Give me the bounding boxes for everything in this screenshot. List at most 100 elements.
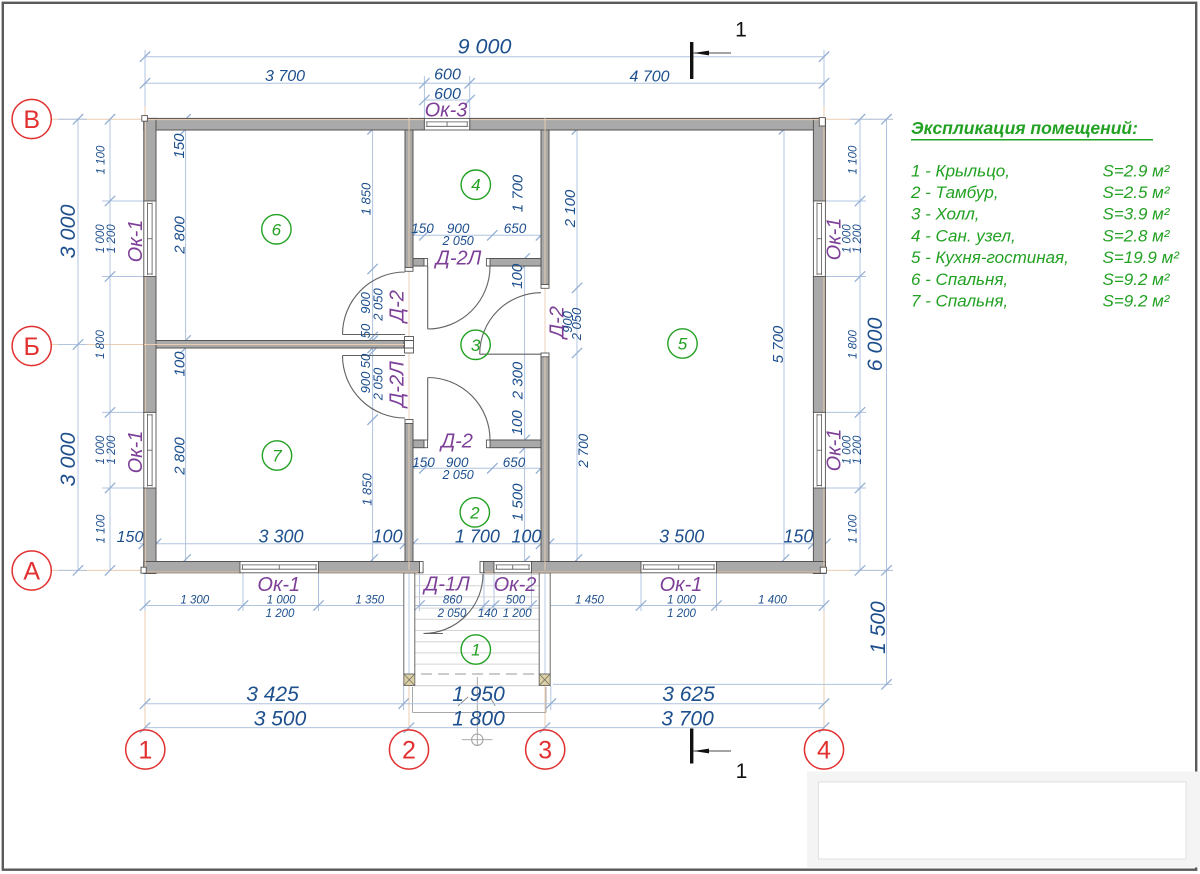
svg-text:900: 900 [358, 371, 373, 393]
svg-text:2 800: 2 800 [171, 216, 188, 255]
svg-text:1 500: 1 500 [867, 601, 890, 654]
svg-text:3 - Холл,: 3 - Холл, [911, 205, 980, 224]
svg-text:860: 860 [443, 595, 463, 607]
svg-text:150: 150 [171, 133, 188, 159]
svg-text:1 200: 1 200 [503, 608, 532, 620]
svg-text:3: 3 [471, 336, 481, 355]
svg-text:100: 100 [372, 527, 402, 547]
svg-text:2 050: 2 050 [371, 367, 386, 401]
svg-text:2 050: 2 050 [437, 608, 467, 620]
svg-text:150: 150 [411, 221, 434, 236]
svg-text:1 100: 1 100 [848, 145, 860, 174]
svg-text:3 625: 3 625 [662, 683, 715, 706]
svg-text:7: 7 [272, 446, 282, 465]
svg-text:150: 150 [783, 527, 813, 547]
svg-text:1 200: 1 200 [852, 224, 864, 253]
svg-text:Ок-1: Ок-1 [660, 574, 703, 596]
svg-text:1 200: 1 200 [852, 435, 864, 464]
svg-text:S=2.5 м²: S=2.5 м² [1103, 183, 1171, 202]
svg-text:600: 600 [434, 86, 461, 103]
svg-text:1 000: 1 000 [667, 595, 696, 607]
svg-text:50: 50 [358, 323, 373, 338]
svg-text:1: 1 [735, 19, 747, 42]
svg-text:6 - Спальня,: 6 - Спальня, [911, 270, 1008, 289]
svg-text:150: 150 [412, 455, 435, 470]
svg-text:1 000: 1 000 [842, 224, 854, 253]
svg-text:100: 100 [171, 351, 188, 377]
svg-text:1 100: 1 100 [848, 514, 860, 543]
svg-text:1 100: 1 100 [96, 145, 108, 174]
svg-text:650: 650 [503, 455, 526, 470]
svg-text:S=9.2 м²: S=9.2 м² [1103, 270, 1171, 289]
svg-text:7 - Спальня,: 7 - Спальня, [911, 291, 1008, 310]
svg-text:3 425: 3 425 [246, 683, 299, 706]
svg-text:1 800: 1 800 [848, 330, 860, 359]
svg-text:2 050: 2 050 [441, 468, 473, 482]
svg-text:3 700: 3 700 [661, 708, 714, 731]
svg-text:3 500: 3 500 [659, 527, 704, 547]
svg-text:1 800: 1 800 [452, 708, 505, 731]
svg-text:Д-1Л: Д-1Л [422, 574, 470, 596]
svg-text:1 000: 1 000 [267, 595, 296, 607]
svg-text:150: 150 [117, 529, 144, 546]
svg-text:2 300: 2 300 [509, 361, 526, 400]
svg-text:100: 100 [511, 527, 541, 547]
svg-text:2: 2 [402, 736, 416, 764]
svg-text:S=9.2 м²: S=9.2 м² [1103, 291, 1171, 310]
svg-text:5 700: 5 700 [770, 325, 787, 363]
svg-text:S=2.8 м²: S=2.8 м² [1103, 226, 1171, 245]
svg-text:S=2.9 м²: S=2.9 м² [1103, 161, 1171, 180]
svg-text:1 850: 1 850 [359, 182, 374, 215]
svg-text:100: 100 [509, 263, 526, 289]
svg-text:А: А [23, 557, 40, 585]
svg-text:1: 1 [736, 760, 748, 783]
svg-text:1 000: 1 000 [842, 435, 854, 464]
svg-text:1 100: 1 100 [96, 514, 108, 543]
svg-text:3: 3 [538, 736, 552, 764]
svg-text:6: 6 [272, 220, 282, 239]
svg-text:Ок-2: Ок-2 [494, 574, 537, 596]
svg-text:100: 100 [509, 410, 526, 436]
svg-text:140: 140 [478, 608, 498, 620]
svg-text:900: 900 [447, 221, 470, 236]
svg-text:Б: Б [23, 333, 39, 361]
svg-text:900: 900 [560, 310, 575, 332]
svg-text:1 200: 1 200 [266, 608, 295, 620]
svg-text:Д-2Л: Д-2Л [434, 248, 482, 270]
svg-text:Ок-1: Ок-1 [125, 431, 147, 474]
svg-text:3 700: 3 700 [265, 68, 305, 85]
svg-text:2 700: 2 700 [576, 433, 591, 468]
svg-text:1 200: 1 200 [106, 435, 118, 464]
svg-text:5: 5 [678, 334, 688, 353]
svg-text:1 200: 1 200 [667, 608, 696, 620]
svg-text:1: 1 [471, 640, 480, 659]
svg-text:4: 4 [817, 736, 831, 764]
svg-text:4 700: 4 700 [629, 69, 669, 86]
svg-text:600: 600 [434, 67, 461, 84]
svg-text:1 950: 1 950 [452, 683, 505, 706]
svg-text:1 400: 1 400 [758, 595, 787, 607]
svg-text:Д-2: Д-2 [547, 306, 569, 340]
svg-text:1 300: 1 300 [180, 595, 209, 607]
svg-text:1 350: 1 350 [355, 595, 384, 607]
svg-text:3 000: 3 000 [56, 433, 80, 487]
svg-text:4 - Сан. узел,: 4 - Сан. узел, [911, 226, 1016, 245]
svg-text:500: 500 [506, 595, 526, 607]
svg-text:900: 900 [446, 455, 469, 470]
svg-text:1 700: 1 700 [509, 174, 526, 212]
svg-text:Экспликация помещений:: Экспликация помещений: [911, 118, 1138, 138]
svg-text:1 - Крыльцо,: 1 - Крыльцо, [911, 161, 1010, 180]
svg-text:1 500: 1 500 [510, 483, 527, 521]
svg-text:3 500: 3 500 [254, 708, 307, 731]
svg-text:2 050: 2 050 [441, 234, 473, 248]
svg-text:3 000: 3 000 [56, 205, 80, 259]
svg-text:Ок-1: Ок-1 [824, 218, 846, 261]
svg-text:Д-2Л: Д-2Л [387, 361, 409, 409]
svg-text:2 100: 2 100 [562, 189, 579, 228]
svg-text:50: 50 [358, 353, 373, 368]
svg-text:1: 1 [138, 736, 152, 764]
svg-text:Ок-1: Ок-1 [257, 574, 300, 596]
svg-text:3 300: 3 300 [258, 527, 303, 547]
svg-text:1 450: 1 450 [575, 595, 604, 607]
svg-text:4: 4 [471, 176, 480, 195]
